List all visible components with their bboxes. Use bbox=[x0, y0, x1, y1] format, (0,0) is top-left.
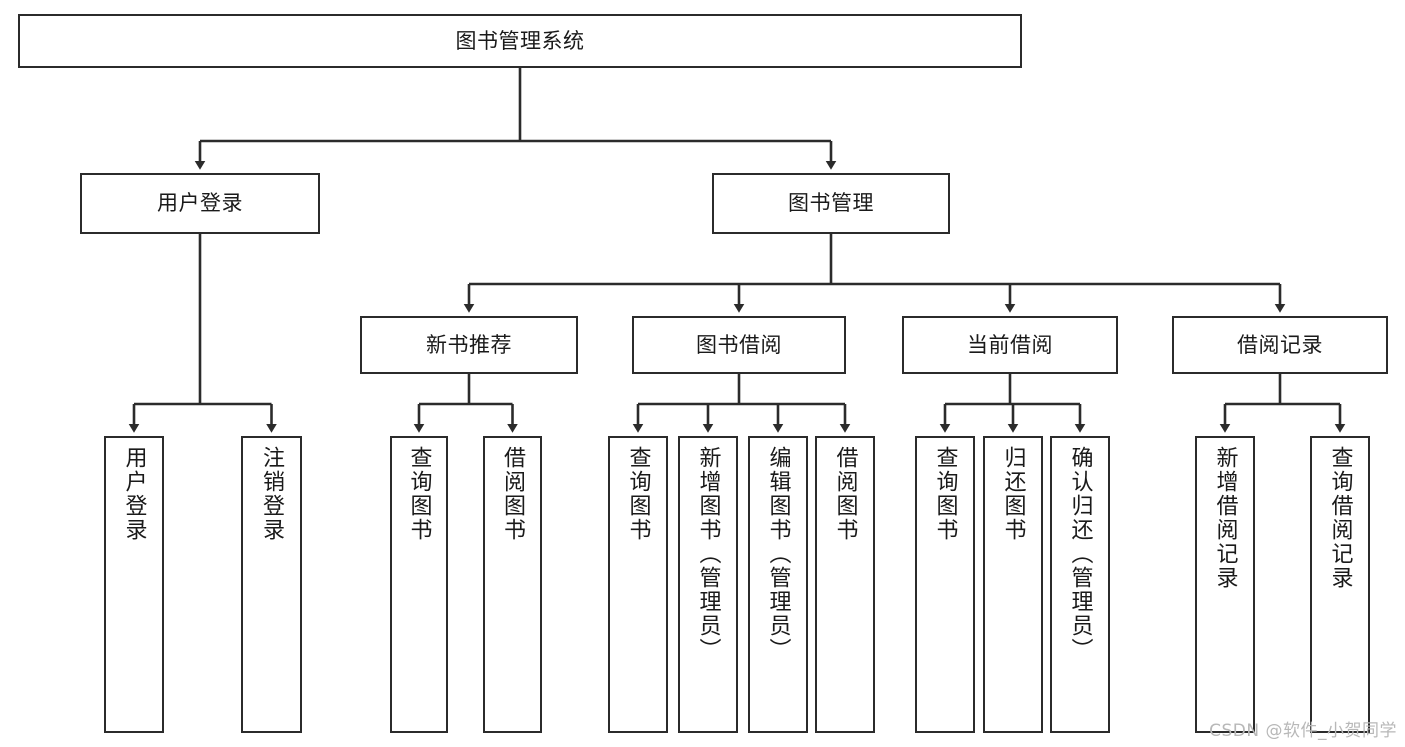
node-label: 查询图书 bbox=[406, 446, 432, 542]
node-leaf-login[interactable]: 用户登录 bbox=[104, 436, 164, 733]
node-label: 新书推荐 bbox=[426, 332, 512, 357]
node-label: 确认归还（管理员） bbox=[1067, 446, 1093, 662]
node-leaf-borrow-new[interactable]: 借阅图书 bbox=[483, 436, 542, 733]
node-label: 用户登录 bbox=[121, 446, 147, 542]
node-current[interactable]: 当前借阅 bbox=[902, 316, 1118, 374]
node-label: 图书管理系统 bbox=[455, 28, 585, 53]
node-label: 借阅图书 bbox=[832, 446, 858, 542]
node-label: 查询图书 bbox=[932, 446, 958, 542]
node-label: 查询借阅记录 bbox=[1327, 446, 1353, 590]
node-leaf-query-new[interactable]: 查询图书 bbox=[390, 436, 448, 733]
node-newbook[interactable]: 新书推荐 bbox=[360, 316, 578, 374]
node-label: 图书管理 bbox=[788, 191, 874, 216]
node-label: 借阅图书 bbox=[500, 446, 526, 542]
node-leaf-query-c[interactable]: 查询图书 bbox=[915, 436, 975, 733]
node-label: 新增图书（管理员） bbox=[695, 446, 721, 662]
node-leaf-logout[interactable]: 注销登录 bbox=[241, 436, 302, 733]
node-label: 图书借阅 bbox=[696, 332, 782, 357]
node-leaf-add-book[interactable]: 新增图书（管理员） bbox=[678, 436, 738, 733]
node-leaf-edit-book[interactable]: 编辑图书（管理员） bbox=[748, 436, 808, 733]
watermark: CSDN @软件_小贺同学 bbox=[1209, 721, 1397, 741]
node-label: 编辑图书（管理员） bbox=[765, 446, 791, 662]
node-leaf-query-rec[interactable]: 查询借阅记录 bbox=[1310, 436, 1370, 733]
node-label: 注销登录 bbox=[259, 446, 285, 542]
node-leaf-return[interactable]: 归还图书 bbox=[983, 436, 1043, 733]
node-leaf-add-rec[interactable]: 新增借阅记录 bbox=[1195, 436, 1255, 733]
node-login[interactable]: 用户登录 bbox=[80, 173, 320, 234]
node-leaf-borrow-b[interactable]: 借阅图书 bbox=[815, 436, 875, 733]
node-label: 当前借阅 bbox=[967, 332, 1053, 357]
node-bookmgmt[interactable]: 图书管理 bbox=[712, 173, 950, 234]
node-root[interactable]: 图书管理系统 bbox=[18, 14, 1022, 68]
node-leaf-confirm[interactable]: 确认归还（管理员） bbox=[1050, 436, 1110, 733]
node-label: 用户登录 bbox=[157, 191, 243, 216]
node-label: 归还图书 bbox=[1000, 446, 1026, 542]
node-label: 查询图书 bbox=[625, 446, 651, 542]
node-borrow[interactable]: 图书借阅 bbox=[632, 316, 846, 374]
node-records[interactable]: 借阅记录 bbox=[1172, 316, 1388, 374]
node-leaf-query-b[interactable]: 查询图书 bbox=[608, 436, 668, 733]
node-label: 新增借阅记录 bbox=[1212, 446, 1238, 590]
node-label: 借阅记录 bbox=[1237, 332, 1323, 357]
